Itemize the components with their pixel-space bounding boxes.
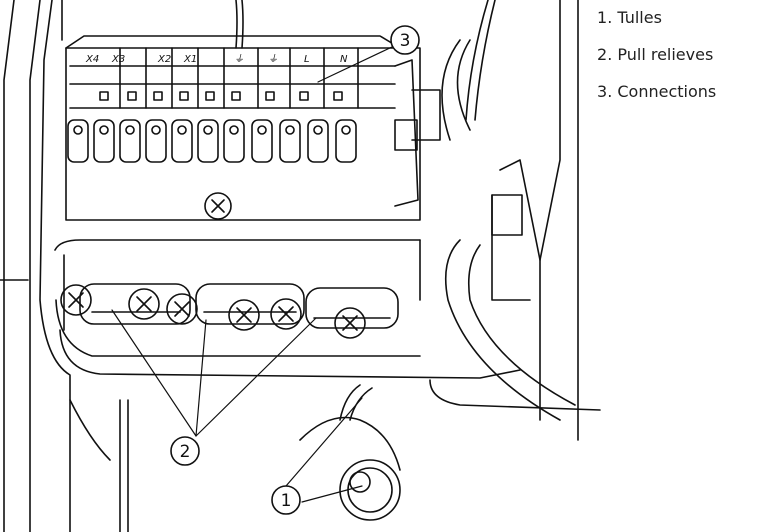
tulle — [299, 384, 401, 521]
legend-label: Tulles — [617, 8, 662, 27]
terminal-label-x2: X2 — [157, 54, 171, 65]
leader-lines — [111, 45, 395, 503]
terminal-label-x3: X3 — [111, 54, 125, 65]
compartment-outline — [54, 239, 601, 411]
legend-item-3: 3. Connections — [597, 82, 717, 101]
legend-number: 3 — [597, 82, 608, 101]
callout-2-number: 2 — [180, 442, 191, 462]
terminal-block: X4 X3 X2 X1 ⏚ ⏚ L N — [65, 0, 441, 221]
terminal-label-x4: X4 — [85, 54, 99, 65]
callout-2: 2 — [170, 436, 200, 466]
terminal-label-ground-1: ⏚ — [234, 54, 244, 65]
terminal-label-x1: X1 — [183, 54, 197, 65]
legend-item-1: 1. Tulles — [597, 8, 662, 27]
legend-item-2: 2. Pull relieves — [597, 45, 714, 64]
pull-relieves — [60, 283, 399, 339]
center-screw — [204, 192, 232, 220]
callout-3: 3 — [390, 25, 420, 55]
housing-outline — [0, 0, 129, 532]
terminal-label-ground-2: ⏚ — [268, 54, 278, 65]
right-frame — [441, 0, 579, 441]
callout-1: 1 — [271, 485, 301, 515]
terminal-label-l: L — [304, 54, 310, 65]
legend-number: 1 — [597, 8, 608, 27]
terminal-label-n: N — [340, 54, 348, 65]
terminal-screws — [67, 119, 357, 163]
callout-3-number: 3 — [400, 31, 411, 51]
legend: 1. Tulles 2. Pull relieves 3. Connection… — [597, 8, 761, 119]
legend-label: Pull relieves — [617, 45, 714, 64]
legend-label: Connections — [617, 82, 717, 101]
legend-number: 2 — [597, 45, 608, 64]
callout-1-number: 1 — [281, 491, 292, 511]
